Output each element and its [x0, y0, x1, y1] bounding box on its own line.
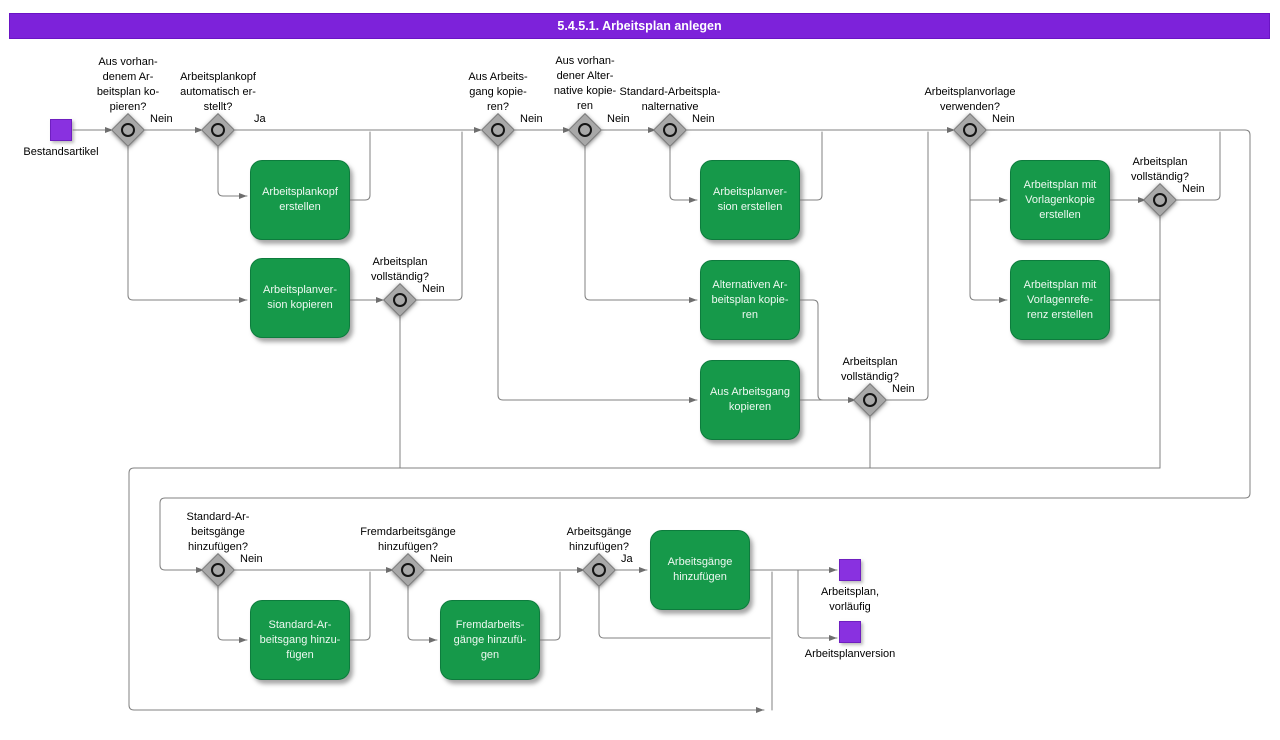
- decision-circle-icon: [1153, 193, 1167, 207]
- activity-add-standard-operation: Standard-Ar- beitsgang hinzu- fügen: [250, 600, 350, 680]
- activity-label: Arbeitsplan mit Vorlagenkopie erstellen: [1023, 178, 1097, 221]
- activity-label: Aus Arbeitsgang kopieren: [709, 386, 791, 413]
- end-event-icon: [839, 621, 861, 643]
- activity-label: Arbeitsplanver- sion kopieren: [263, 284, 337, 311]
- decision-circle-icon: [963, 123, 977, 137]
- decision-question: Arbeitsplan vollständig?: [370, 256, 430, 283]
- branch-label: Nein: [1182, 183, 1205, 195]
- activity-add-external-operations: Fremdarbeits- gänge hinzufü- gen: [440, 600, 540, 680]
- diagram-title: 5.4.5.1. Arbeitsplan anlegen: [557, 19, 722, 33]
- branch-label: Nein: [520, 113, 543, 125]
- decision-question: Aus vorhan- denem Ar- beitsplan ko- pier…: [96, 56, 160, 113]
- end-event-icon: [839, 559, 861, 581]
- decision-question: Arbeitsgänge hinzufügen?: [566, 526, 632, 553]
- activity-copy-alternative-plan: Alternativen Ar- beitsplan kopie- ren: [700, 260, 800, 340]
- start-event-label: Bestandsartikel: [23, 146, 99, 158]
- decision-circle-icon: [663, 123, 677, 137]
- branch-label: Nein: [240, 553, 263, 565]
- decision-question: Aus Arbeits- gang kopie- ren?: [468, 71, 528, 113]
- branch-label: Ja: [621, 553, 633, 565]
- decision-question: Aus vorhan- dener Alter- native kopie- r…: [553, 55, 617, 112]
- decision-circle-icon: [491, 123, 505, 137]
- activity-label: Fremdarbeits- gänge hinzufü- gen: [453, 618, 527, 661]
- branch-label: Ja: [254, 113, 266, 125]
- branch-label: Nein: [430, 553, 453, 565]
- decision-circle-icon: [401, 563, 415, 577]
- decision-question: Arbeitsplan vollständig?: [1130, 156, 1190, 183]
- activity-label: Arbeitsplanver- sion erstellen: [713, 186, 787, 213]
- branch-label: Nein: [422, 283, 445, 295]
- end-event-label: Arbeitsplan, vorläufig: [820, 586, 880, 613]
- decision-question: Standard-Ar- beitsgänge hinzufügen?: [186, 511, 250, 553]
- decision-circle-icon: [211, 123, 225, 137]
- decision-circle-icon: [578, 123, 592, 137]
- decision-circle-icon: [592, 563, 606, 577]
- decision-question: Arbeitsplankopf automatisch er- stellt?: [180, 71, 256, 113]
- activity-create-plan-header: Arbeitsplankopf erstellen: [250, 160, 350, 240]
- diagram-title-bar: 5.4.5.1. Arbeitsplan anlegen: [9, 13, 1270, 39]
- decision-circle-icon: [393, 293, 407, 307]
- branch-label: Nein: [692, 113, 715, 125]
- activity-copy-plan-version: Arbeitsplanver- sion kopieren: [250, 258, 350, 338]
- decision-question: Arbeitsplan vollständig?: [840, 356, 900, 383]
- activity-add-operations: Arbeitsgänge hinzufügen: [650, 530, 750, 610]
- decision-question: Fremdarbeitsgänge hinzufügen?: [360, 526, 456, 553]
- decision-question: Standard-Arbeitspla- nalternative: [619, 86, 721, 113]
- branch-label: Nein: [150, 113, 173, 125]
- activity-label: Arbeitsplan mit Vorlagenrefe- renz erste…: [1023, 278, 1097, 321]
- branch-label: Nein: [992, 113, 1015, 125]
- activity-label: Standard-Ar- beitsgang hinzu- fügen: [259, 618, 341, 661]
- branch-label: Nein: [892, 383, 915, 395]
- activity-copy-from-operation: Aus Arbeitsgang kopieren: [700, 360, 800, 440]
- decision-circle-icon: [121, 123, 135, 137]
- decision-question: Arbeitsplanvorlage verwenden?: [924, 86, 1016, 113]
- activity-create-plan-version: Arbeitsplanver- sion erstellen: [700, 160, 800, 240]
- end-event-label: Arbeitsplanversion: [804, 648, 896, 660]
- activity-create-plan-template-copy: Arbeitsplan mit Vorlagenkopie erstellen: [1010, 160, 1110, 240]
- decision-circle-icon: [863, 393, 877, 407]
- activity-create-plan-template-reference: Arbeitsplan mit Vorlagenrefe- renz erste…: [1010, 260, 1110, 340]
- activity-label: Alternativen Ar- beitsplan kopie- ren: [711, 278, 789, 321]
- start-event-icon: [50, 119, 72, 141]
- activity-label: Arbeitsplankopf erstellen: [262, 186, 338, 213]
- branch-label: Nein: [607, 113, 630, 125]
- decision-circle-icon: [211, 563, 225, 577]
- activity-label: Arbeitsgänge hinzufügen: [667, 556, 733, 583]
